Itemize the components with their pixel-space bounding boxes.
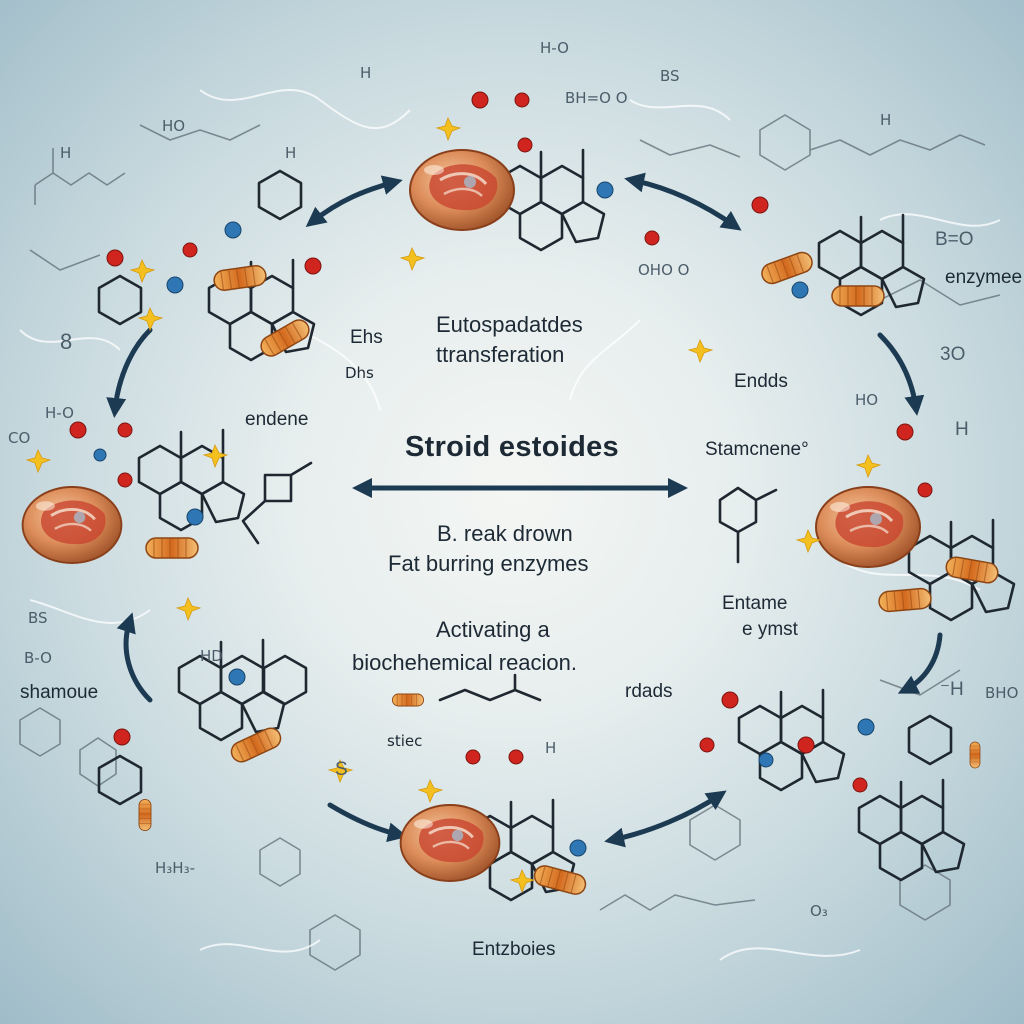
cycle-arrows xyxy=(106,172,943,848)
label-entame: Entame xyxy=(722,593,788,614)
subtitle-line2: Fat burring enzymes xyxy=(388,551,589,576)
oxygen-atoms xyxy=(69,91,933,793)
label-h-right: H xyxy=(955,419,969,440)
label-eymst: e ymst xyxy=(742,619,798,640)
structure-bottom-right-2 xyxy=(907,714,953,766)
label-hs-bottom: H₃H₃- xyxy=(155,859,195,877)
label-ho-left: HO xyxy=(162,117,186,135)
structure-left-side xyxy=(97,274,143,326)
lower-label-line2: biochehemical reacion. xyxy=(352,650,578,675)
label-h2o-top: BH=O O xyxy=(565,89,628,107)
central-title: Stroid estoides xyxy=(405,431,619,463)
label-endene: endene xyxy=(245,409,309,430)
label-b-o-left: B-O xyxy=(24,649,52,667)
lower-label-line1: Activating a xyxy=(436,617,550,642)
label-h2-left: H xyxy=(360,64,372,82)
label-o3: O₃ xyxy=(810,902,828,920)
nitrogen-atoms xyxy=(93,181,875,857)
label-s: S xyxy=(335,759,348,780)
label-stiec: stiec xyxy=(387,732,423,750)
upper-label-line2: ttransferation xyxy=(436,342,565,367)
structure-bottom-left-2 xyxy=(262,654,308,706)
label-h-center-bottom: H xyxy=(545,739,557,757)
label-dhs: Dhs xyxy=(345,364,374,382)
label-oho: OHO O xyxy=(638,261,690,279)
label-h-top-2: H xyxy=(880,111,892,129)
label-hd: HD xyxy=(200,647,223,665)
label-ho-center: HO xyxy=(855,391,879,409)
label-bs-left: BS xyxy=(28,609,48,627)
label-rdads: rdads xyxy=(625,681,673,702)
label-ho-top: H-O xyxy=(540,39,569,57)
upper-label-line1: Eutospadatdes xyxy=(436,312,583,337)
structure-top xyxy=(497,148,606,252)
label-o-right: 3O xyxy=(940,344,966,365)
subtitle-line1: B. reak drown xyxy=(437,521,573,546)
label-h-o-left: H-O xyxy=(45,404,74,422)
structure-bottom-left xyxy=(177,638,286,742)
label-h-tl-2: H xyxy=(285,144,297,162)
structure-small-center xyxy=(241,461,778,702)
label-stamcnene: Stamcnene° xyxy=(705,439,809,460)
background-white-lines xyxy=(19,89,1001,961)
label-ho-dbl: BHO xyxy=(985,684,1019,702)
label-bs-top: BS xyxy=(660,67,680,85)
spark-icons xyxy=(26,117,881,893)
label-eight: 8 xyxy=(60,329,73,354)
background-structures xyxy=(19,114,1001,971)
label-endds: Endds xyxy=(734,371,788,392)
label-h-right-2: ⁻H xyxy=(940,679,964,700)
label-entzboies: Entzboies xyxy=(472,939,556,960)
structure-bottom-left-ring xyxy=(97,754,143,806)
label-b-o-right: B=O xyxy=(935,229,974,250)
label-ehs: Ehs xyxy=(350,327,383,348)
structure-top-left-2 xyxy=(257,169,303,221)
label-co-left: CO xyxy=(8,429,31,447)
label-enzymee: enzymee xyxy=(945,267,1023,288)
label-h-tl: H xyxy=(60,144,72,162)
structure-bottom-right xyxy=(737,688,846,792)
structure-lower-right xyxy=(857,778,966,882)
label-shamoue: shamoue xyxy=(20,682,99,703)
